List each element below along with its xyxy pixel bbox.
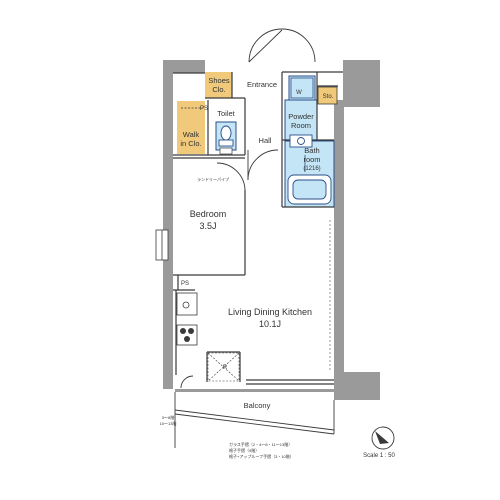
label-walkin-1: Walk: [183, 130, 200, 139]
label-bath-3: (1216): [303, 166, 320, 172]
wall-top-right-block: [343, 60, 380, 107]
label-ldk-1: Living Dining Kitchen: [228, 307, 312, 317]
wall-right: [334, 100, 344, 382]
label-bedroom-1: Bedroom: [190, 209, 227, 219]
scale-label: Scale 1 : 50: [363, 453, 395, 459]
label-bath-1: Bath: [304, 146, 319, 155]
note-balcony-side-1: 3～8階: [162, 414, 174, 420]
sink-icon: [289, 134, 313, 148]
label-ps-lower: PS: [181, 281, 189, 287]
note-bottom-2: 格子手摺（9階）: [229, 447, 259, 453]
walls: [163, 60, 380, 400]
stove-icon: [176, 324, 198, 346]
label-toilet: Toilet: [217, 109, 235, 118]
label-bath-2: room: [303, 155, 320, 164]
label-balcony: Balcony: [244, 401, 271, 410]
walkin-closet: [177, 101, 205, 154]
bedroom-window: [155, 229, 169, 261]
balcony-door-arc: [180, 375, 194, 389]
storage-box: [317, 86, 338, 105]
closet-fills: [177, 72, 232, 154]
label-hall: Hall: [259, 136, 272, 145]
label-powder-2: Room: [291, 121, 311, 130]
balcony-outline: [174, 392, 335, 448]
bathtub-icon: [287, 174, 332, 205]
label-refrigerator: R: [223, 365, 228, 371]
balcony-parapet: [175, 389, 335, 392]
wall-bottom-left-stub: [163, 375, 173, 389]
label-hanger-pipe: ランドリーパイプ: [197, 176, 229, 182]
wall-top-left-block: [163, 60, 205, 73]
washer-icon: [290, 77, 314, 99]
toilet-sink: [219, 147, 233, 155]
label-entrance: Entrance: [247, 80, 277, 89]
label-storage: Sto.: [323, 94, 334, 100]
note-bottom-1: ガラス手摺（2・4～8・11～13階）: [229, 441, 292, 447]
wall-bottom-right-block: [334, 372, 380, 400]
note-bottom-3: 格子+アップルーフ手摺（3・10階）: [229, 453, 294, 459]
label-shoes-2: Clo.: [212, 85, 225, 94]
powder-area: [284, 99, 318, 141]
label-bedroom-2: 3.5J: [199, 221, 216, 231]
note-balcony-side-2: 10～13階: [160, 420, 177, 426]
compass-icon: [371, 426, 395, 450]
kitchen-sink-icon: [176, 292, 198, 316]
shoes-closet: [205, 72, 232, 98]
label-washer: W: [296, 90, 302, 96]
bedroom-door-arc: [216, 162, 246, 191]
wall-left: [163, 60, 173, 385]
label-walkin-2: in Clo.: [180, 139, 201, 148]
refrigerator-space: [207, 352, 240, 382]
doors: [180, 28, 316, 389]
label-ps-upper: PS: [200, 106, 208, 112]
front-door-arc: [248, 28, 316, 63]
toilet-icon: [218, 125, 234, 147]
label-shoes-1: Shoes: [208, 76, 230, 85]
hall-door-arc: [247, 149, 279, 181]
partitions: [173, 71, 343, 385]
label-powder-1: Powder: [288, 112, 314, 121]
label-ldk-2: 10.1J: [259, 319, 281, 329]
